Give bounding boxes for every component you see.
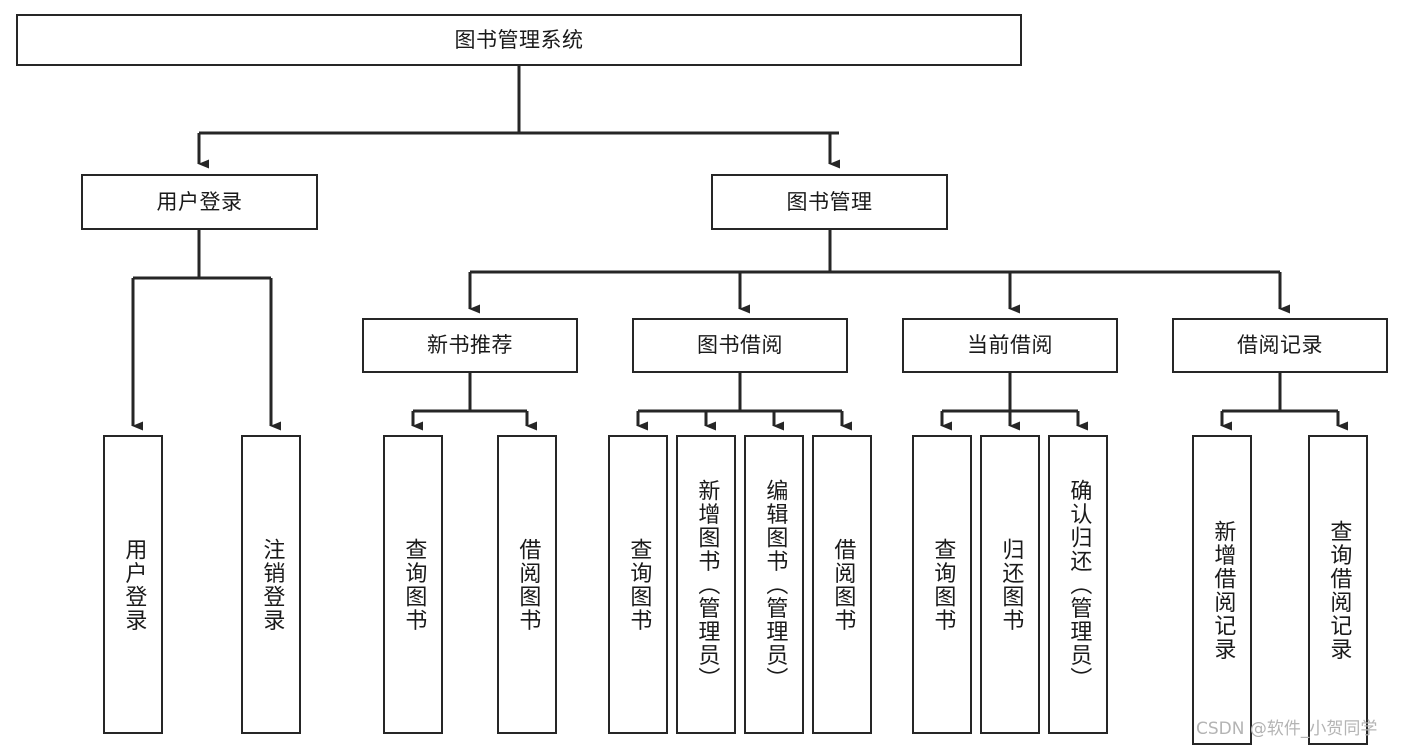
node-label: 当前借阅 [967,333,1053,358]
node-leaf-query-book-current[interactable]: 查询图书 [912,435,972,734]
node-leaf-edit-book-admin[interactable]: 编辑图书（管理员） [744,435,804,734]
node-label: 图书借阅 [697,333,783,358]
node-label: 图书管理系统 [454,27,584,52]
node-leaf-add-borrow-record[interactable]: 新增借阅记录 [1192,435,1252,745]
node-current-borrow[interactable]: 当前借阅 [902,318,1118,373]
node-label: 确认归还（管理员） [1066,478,1092,691]
node-leaf-return-book[interactable]: 归还图书 [980,435,1040,734]
node-leaf-query-borrow-record[interactable]: 查询借阅记录 [1308,435,1368,745]
node-label: 借阅记录 [1237,333,1323,358]
node-label: 查询图书 [626,537,652,632]
node-user-login[interactable]: 用户登录 [81,174,318,230]
node-label: 新增借阅记录 [1210,519,1236,661]
node-leaf-borrow-book-recommend[interactable]: 借阅图书 [497,435,557,734]
node-label: 新书推荐 [427,333,513,358]
node-root-book-management-system[interactable]: 图书管理系统 [16,14,1022,66]
node-borrow-record[interactable]: 借阅记录 [1172,318,1388,373]
node-leaf-query-book-recommend[interactable]: 查询图书 [383,435,443,734]
node-new-book-recommend[interactable]: 新书推荐 [362,318,578,373]
node-leaf-logout[interactable]: 注销登录 [241,435,301,734]
node-book-borrow[interactable]: 图书借阅 [632,318,848,373]
node-leaf-add-book-admin[interactable]: 新增图书（管理员） [676,435,736,734]
node-leaf-query-book-borrow[interactable]: 查询图书 [608,435,668,734]
node-label: 用户登录 [156,189,243,214]
node-label: 图书管理 [786,189,873,214]
node-book-management[interactable]: 图书管理 [711,174,948,230]
node-label: 用户登录 [121,537,147,632]
node-label: 新增图书（管理员） [694,478,720,691]
node-label: 注销登录 [259,537,285,632]
node-label: 借阅图书 [830,537,856,632]
node-label: 编辑图书（管理员） [762,478,788,691]
node-label: 借阅图书 [515,537,541,632]
node-leaf-borrow-book[interactable]: 借阅图书 [812,435,872,734]
node-label: 查询图书 [930,537,956,632]
node-label: 查询图书 [401,537,427,632]
node-leaf-confirm-return-admin[interactable]: 确认归还（管理员） [1048,435,1108,734]
node-label: 查询借阅记录 [1326,519,1352,661]
watermark: CSDN @软件_小贺同学 [1196,719,1378,739]
node-label: 归还图书 [998,537,1024,632]
node-leaf-user-login[interactable]: 用户登录 [103,435,163,734]
